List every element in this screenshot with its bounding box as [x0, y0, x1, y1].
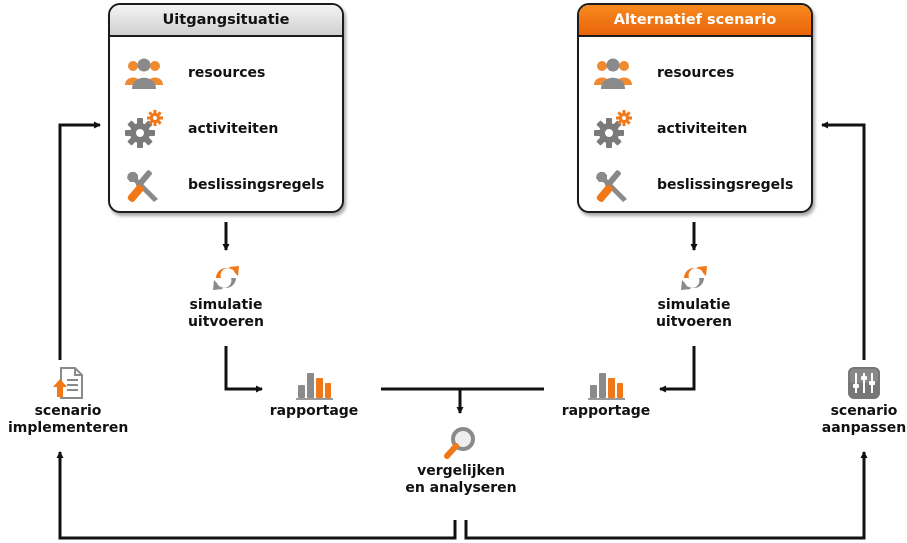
people-icon — [125, 58, 163, 89]
gears-icon — [125, 110, 163, 148]
box-item-label: beslissingsregels — [188, 177, 325, 193]
box-item-label: beslissingsregels — [657, 177, 794, 193]
magnifier-icon — [444, 427, 475, 459]
alternative-box: Alternatief scenario resources — [577, 3, 813, 213]
box-item-activities: activiteiten — [579, 109, 811, 149]
box-item-activities: activiteiten — [110, 109, 342, 149]
simulation-label-line1: simulatie — [657, 297, 731, 313]
implement-node: scenario implementeren — [8, 366, 128, 437]
box-item-label: resources — [657, 65, 735, 81]
bar-chart-icon — [296, 373, 333, 400]
people-icon — [594, 58, 632, 89]
baseline-box: Uitgangsituatie resources — [108, 3, 344, 213]
adjust-node: scenario aanpassen — [814, 366, 907, 437]
report-node-left: rapportage — [262, 370, 366, 420]
report-label: rapportage — [561, 403, 651, 419]
bar-chart-icon — [588, 373, 625, 400]
box-item-label: activiteiten — [188, 121, 279, 137]
box-item-rules: beslissingsregels — [110, 165, 342, 205]
compare-node: vergelijken en analyseren — [395, 426, 527, 497]
simulation-label-line1: simulatie — [189, 297, 263, 313]
simulation-node-left: simulatie uitvoeren — [176, 262, 276, 331]
gears-icon — [594, 110, 632, 148]
sliders-icon — [848, 367, 880, 399]
arrow-implement-to-box — [58, 121, 101, 360]
report-label: rapportage — [269, 403, 359, 419]
refresh-icon — [681, 266, 707, 290]
report-node-right: rapportage — [554, 370, 658, 420]
box-item-rules: beslissingsregels — [579, 165, 811, 205]
box-item-resources: resources — [579, 53, 811, 93]
compare-label-line1: vergelijken — [417, 463, 505, 479]
box-item-label: resources — [188, 65, 266, 81]
adjust-label-line1: scenario — [830, 403, 898, 419]
implement-label-line1: scenario — [34, 403, 102, 419]
arrow-simulation-to-report-right — [659, 346, 696, 393]
compare-label-line2: en analyseren — [405, 480, 517, 496]
box-item-label: activiteiten — [657, 121, 748, 137]
tools-icon — [596, 170, 627, 203]
implement-label-line2: implementeren — [8, 420, 129, 436]
tools-icon — [127, 170, 158, 203]
arrow-simulation-to-report-left — [224, 346, 263, 393]
box-item-resources: resources — [110, 53, 342, 93]
arrow-to-implement — [56, 451, 457, 540]
document-upload-icon — [53, 367, 83, 399]
simulation-node-right: simulatie uitvoeren — [644, 262, 744, 331]
arrow-to-adjust — [464, 451, 868, 540]
refresh-icon — [213, 266, 239, 290]
alternative-title: Alternatief scenario — [579, 5, 811, 37]
simulation-label-line2: uitvoeren — [187, 314, 265, 330]
adjust-label-line2: aanpassen — [821, 420, 907, 436]
baseline-title: Uitgangsituatie — [110, 5, 342, 37]
simulation-label-line2: uitvoeren — [655, 314, 733, 330]
arrow-adjust-to-box — [821, 121, 866, 360]
